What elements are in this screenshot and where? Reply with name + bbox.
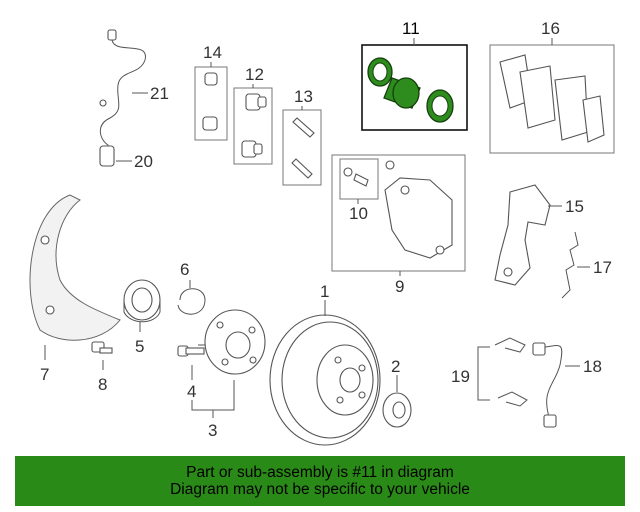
callout-12: 12: [245, 65, 264, 84]
callout-2: 2: [391, 357, 400, 376]
part-2-hub-nut[interactable]: [382, 392, 412, 428]
part-4-hub-bolt[interactable]: [177, 345, 205, 357]
box-9: [331, 154, 466, 272]
callout-13: 13: [294, 87, 313, 106]
callout-19: 19: [451, 367, 470, 386]
parts-diagram: 21 20 14 12 13 11: [29, 19, 615, 446]
part-17-spring-clip[interactable]: [561, 231, 579, 299]
banner-line-1: Part or sub-assembly is #11 in diagram: [186, 464, 454, 481]
callout-1: 1: [320, 282, 329, 301]
part-15-caliper-bracket[interactable]: [494, 184, 551, 286]
leader-19: [477, 346, 490, 401]
leader-3: [191, 380, 235, 411]
callout-20: 20: [134, 152, 153, 171]
box-13: [282, 109, 322, 186]
callout-15: 15: [565, 197, 584, 216]
callout-18: 18: [583, 357, 602, 376]
callout-16: 16: [541, 19, 560, 38]
callout-5: 5: [135, 337, 144, 356]
part-16-brake-pads[interactable]: [499, 54, 605, 143]
part-3-wheel-hub[interactable]: [198, 309, 266, 375]
callout-7: 7: [40, 365, 49, 384]
part-12-boot[interactable]: [241, 93, 267, 158]
part-info-banner: Part or sub-assembly is #11 in diagram D…: [15, 456, 625, 506]
part-21-speed-sensor[interactable]: [99, 29, 146, 167]
callout-3: 3: [208, 421, 217, 440]
part-10-bleeder[interactable]: [343, 160, 395, 187]
callout-9: 9: [395, 277, 404, 296]
callout-8: 8: [98, 375, 107, 394]
callout-14: 14: [203, 43, 222, 62]
part-5-wheel-bearing[interactable]: [123, 279, 161, 323]
part-8-bolt[interactable]: [91, 341, 113, 354]
callout-6: 6: [180, 260, 189, 279]
banner-line-2: Diagram may not be specific to your vehi…: [170, 481, 470, 498]
part-19-anti-rattle-clips[interactable]: [494, 337, 528, 407]
callout-11: 11: [402, 19, 420, 38]
part-9-caliper[interactable]: [384, 177, 453, 259]
callout-17: 17: [593, 258, 612, 277]
box-10: [339, 158, 379, 200]
part-7-dust-shield[interactable]: [29, 194, 121, 341]
part-14-bushing[interactable]: [202, 72, 218, 131]
part-11-piston-kit[interactable]: [367, 57, 454, 123]
callout-21: 21: [150, 84, 169, 103]
part-18-brake-hose[interactable]: [532, 342, 563, 428]
part-1-brake-rotor[interactable]: [269, 314, 381, 446]
part-13-guide-pin[interactable]: [291, 117, 315, 179]
part-6-snap-ring[interactable]: [177, 288, 206, 315]
callout-10: 10: [349, 204, 368, 223]
callout-4: 4: [187, 382, 196, 401]
